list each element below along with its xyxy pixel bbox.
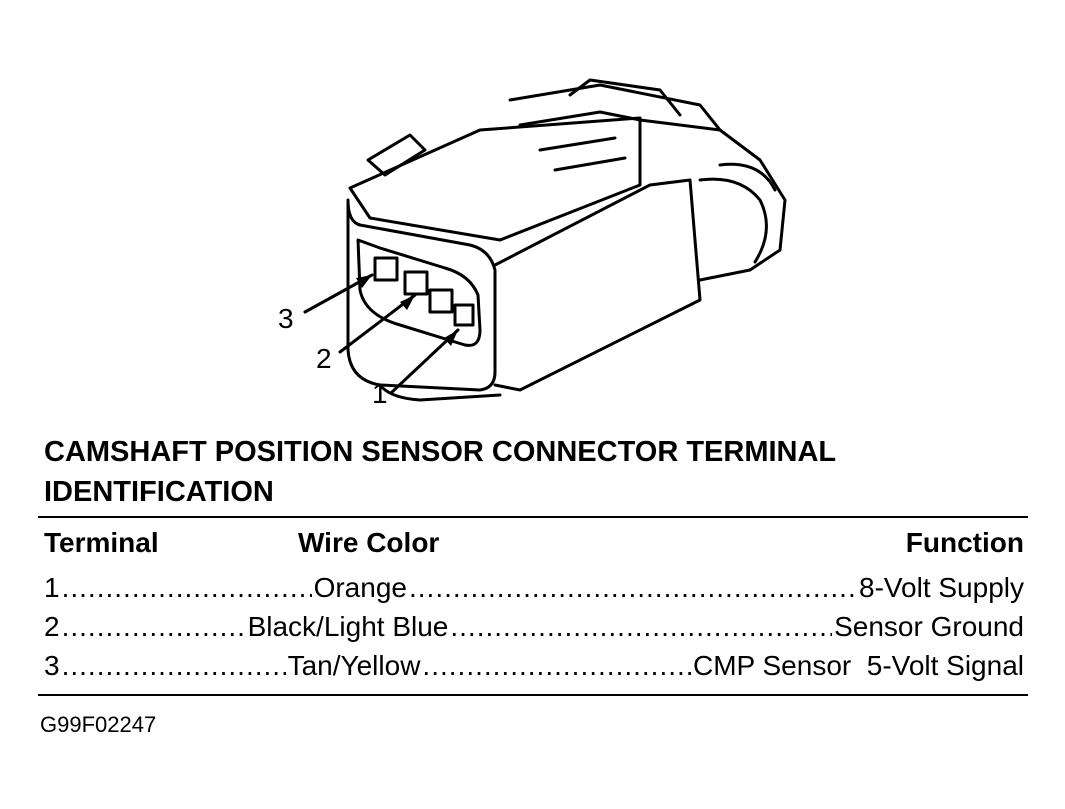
terminal-1-slot: [428, 288, 454, 314]
header-wire-color: Wire Color: [298, 527, 440, 558]
table-bottom-rule: [38, 694, 1028, 696]
terminal-number: 1: [44, 572, 60, 603]
connector-side-body: [493, 178, 702, 392]
connector-top-surface: [348, 116, 642, 242]
wire-color: Black/Light Blue: [247, 611, 449, 642]
table-row: 2 Black/Light Blue Sensor Ground: [44, 609, 1024, 645]
table-row: 3 Tan/Yellow CMP Sensor 5-Volt Signal: [44, 648, 1024, 684]
table-top-rule: [38, 516, 1028, 518]
terminal-number: 3: [44, 650, 60, 681]
terminal-2-slot: [403, 270, 429, 296]
header-function: Function: [905, 527, 1024, 558]
table-row: 1 Orange 8-Volt Supply: [44, 570, 1024, 606]
dot-leader: [62, 609, 246, 645]
connector-illustration: [303, 78, 787, 402]
connector-latch: [366, 133, 427, 177]
wire-color: Orange: [313, 572, 407, 603]
dot-leader: [409, 570, 857, 606]
dot-leader: [62, 570, 312, 606]
dot-leader: [62, 648, 286, 684]
connector-front-face: [346, 198, 497, 392]
terminal-cavity-outline: [356, 238, 482, 347]
callout-label-3: 3: [278, 303, 294, 334]
callout-label-1: 1: [372, 378, 388, 409]
terminal-3-slot: [373, 256, 399, 282]
header-terminal: Terminal: [44, 527, 159, 558]
terminal-function: CMP Sensor 5-Volt Signal: [693, 650, 1024, 681]
terminal-function: 8-Volt Supply: [859, 572, 1024, 603]
connector-rear-boot: [638, 118, 787, 282]
dot-leader: [450, 609, 832, 645]
terminal-function: Sensor Ground: [834, 611, 1024, 642]
callout-label-2: 2: [316, 343, 332, 374]
diagram-title: CAMSHAFT POSITION SENSOR CONNECTOR TERMI…: [44, 436, 836, 508]
terminal-number: 2: [44, 611, 60, 642]
wire-color: Tan/Yellow: [287, 650, 421, 681]
dot-leader: [422, 648, 691, 684]
figure-id: G99F02247: [40, 712, 157, 737]
